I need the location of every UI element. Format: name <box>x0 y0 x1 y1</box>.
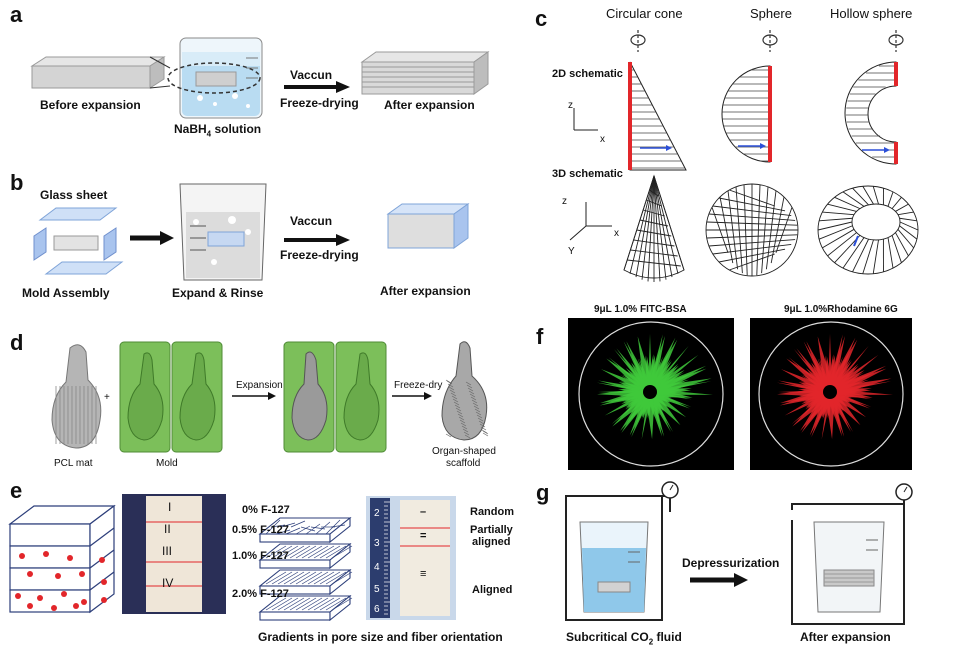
mold-pair-2 <box>283 341 387 453</box>
after-expansion-label-b: After expansion <box>380 284 471 298</box>
axis-y-label-3d: Y <box>568 246 575 257</box>
glass-sheet-label: Glass sheet <box>40 188 108 202</box>
conc-20: 2.0% F-127 <box>232 588 289 600</box>
gradient-photo-1 <box>122 494 226 614</box>
orient-aligned: Aligned <box>472 584 513 596</box>
pcl-mat-label: PCL mat <box>54 458 93 469</box>
gradients-caption: Gradients in pore size and fiber orienta… <box>258 630 503 644</box>
axis-z-label-3d: z <box>562 196 567 207</box>
hollow-sphere-header: Hollow sphere <box>830 6 913 21</box>
after-expansion-label-a: After expansion <box>384 98 475 112</box>
ruler-2: 2 <box>374 508 380 519</box>
organ-scaffold-shape <box>441 341 489 441</box>
expand-rinse-label: Expand & Rinse <box>172 286 264 300</box>
orient-aligned-partial: aligned <box>472 536 511 548</box>
3d-schematic-label: 3D schematic <box>552 168 623 180</box>
organ-shaped-label: Organ-shaped <box>432 446 496 457</box>
sphere-header: Sphere <box>750 6 792 21</box>
ruler-5: 5 <box>374 584 380 595</box>
after-expansion-block-b <box>386 203 470 249</box>
2d-schematic-label: 2D schematic <box>552 68 623 80</box>
axis-x-label-2d: x <box>600 134 605 145</box>
ruler-6: 6 <box>374 604 380 615</box>
cone-2d <box>628 61 687 171</box>
orient-random: Random <box>470 506 514 518</box>
before-expansion-label: Before expansion <box>40 98 141 112</box>
roman-iii: III <box>162 544 173 558</box>
sphere-3d <box>705 183 799 277</box>
freeze-drying-label-a: Freeze-drying <box>280 96 359 110</box>
panel-f-label: f <box>536 324 544 349</box>
freeze-drying-label-b: Freeze-drying <box>280 248 359 262</box>
axis-x-label-3d: x <box>614 228 619 239</box>
after-expansion-stack <box>360 51 490 95</box>
nabh4-solution-label: NaBH4 solution <box>174 122 262 139</box>
pcl-mat-shape <box>51 344 102 449</box>
beaker-b <box>179 183 267 281</box>
before-expansion-slab <box>30 56 166 89</box>
depressurization-label: Depressurization <box>682 556 780 570</box>
circular-cone-header: Circular cone <box>606 6 683 21</box>
gradient-layer-box <box>8 504 116 614</box>
sym-aligned: ≡ <box>420 568 427 580</box>
vaccun-label-a: Vaccun <box>290 68 333 82</box>
ruler-3: 3 <box>374 538 380 549</box>
vaccun-label-b: Vaccun <box>290 214 333 228</box>
ruler-4: 4 <box>374 562 380 573</box>
mold-assembly-label: Mold Assembly <box>22 286 110 300</box>
sym-random: – <box>420 506 427 518</box>
pressure-chamber-1 <box>565 481 679 621</box>
freeze-dry-label: Freeze-dry <box>394 380 443 391</box>
expansion-label: Expansion <box>236 380 283 391</box>
after-expansion-label-g: After expansion <box>800 630 891 644</box>
panel-a-label: a <box>10 2 23 27</box>
axis-z-label-2d: z <box>568 100 573 111</box>
subcritical-co2-label: Subcritical CO2 fluid <box>566 630 682 647</box>
beaker-a <box>179 37 263 119</box>
hollow-sphere-2d <box>844 61 898 165</box>
roman-iv: IV <box>162 576 174 590</box>
sym-partial: = <box>420 530 427 542</box>
plus-sign: + <box>104 392 110 403</box>
roman-ii: II <box>164 522 171 536</box>
conc-05: 0.5% F-127 <box>232 524 289 536</box>
rhodamine-label: 9μL 1.0%Rhodamine 6G <box>784 304 898 315</box>
panel-b-label: b <box>10 170 24 195</box>
mold-pair-1 <box>119 341 223 453</box>
orient-partially: Partially <box>470 524 513 536</box>
sphere-2d <box>721 65 772 163</box>
conc-0: 0% F-127 <box>242 504 290 516</box>
fitc-bsa-label: 9μL 1.0% FITC-BSA <box>594 304 687 315</box>
panel-e-label: e <box>10 478 23 503</box>
cone-3d <box>623 174 685 282</box>
panel-g-label: g <box>536 480 550 505</box>
mold-label: Mold <box>156 458 178 469</box>
scaffold-label: scaffold <box>446 458 481 469</box>
conc-10: 1.0% F-127 <box>232 550 289 562</box>
hollow-sphere-3d <box>817 185 919 275</box>
panel-d-label: d <box>10 330 24 355</box>
panel-c-label: c <box>535 6 548 31</box>
pressure-chamber-2 <box>791 483 913 625</box>
roman-i: I <box>168 500 172 514</box>
gradient-photo-2 <box>366 496 456 620</box>
